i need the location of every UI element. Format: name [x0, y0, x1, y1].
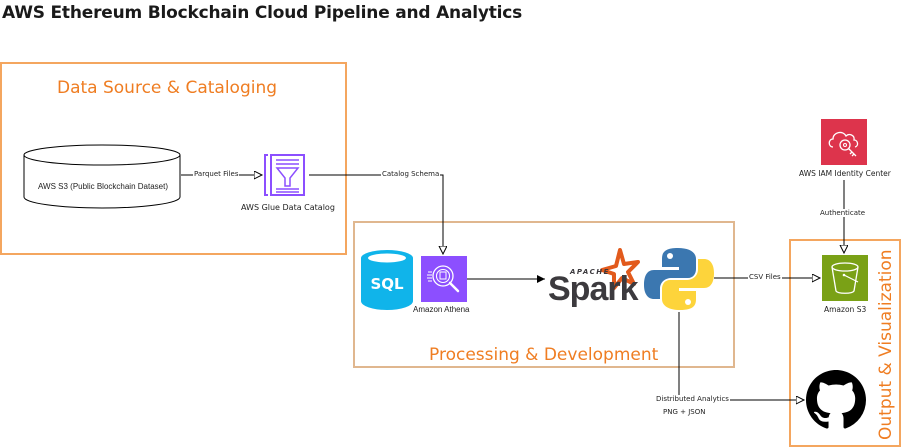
athena-icon: [421, 256, 467, 302]
github-logo-icon: [806, 370, 866, 429]
group-label-source: Data Source & Cataloging: [57, 78, 278, 98]
spark-text: Spark: [548, 270, 638, 308]
sql-database-icon: SQL: [361, 250, 413, 310]
page-title: AWS Ethereum Blockchain Cloud Pipeline a…: [2, 3, 523, 23]
iam-identity-center-icon: [821, 119, 867, 165]
node-label-glue: AWS Glue Data Catalog: [241, 203, 335, 212]
node-label-s3-output: Amazon S3: [824, 305, 867, 314]
spark-apache-text: APACHE: [570, 268, 610, 276]
group-processing: Processing & Development: [353, 221, 735, 368]
amazon-s3-bucket-icon: [822, 255, 868, 301]
node-label-athena: Amazon Athena: [413, 305, 470, 314]
node-label-iam: AWS IAM Identity Center: [799, 169, 891, 178]
edge-label-distributed-analytics: Distributed Analytics: [655, 395, 730, 403]
node-label-s3-source: AWS S3 (Public Blockchain Dataset): [38, 182, 168, 191]
edge-distributed-analytics: [678, 312, 804, 400]
glue-data-catalog-icon: [264, 154, 305, 196]
edge-label-parquet: Parquet Files: [193, 170, 240, 178]
group-label-processing: Processing & Development: [429, 345, 659, 365]
apache-spark-logo-icon: [600, 248, 640, 290]
group-data-source: Data Source & Cataloging: [0, 62, 347, 255]
edge-label-csv: CSV Files: [748, 273, 782, 281]
edge-label-png-json: PNG + JSON: [662, 408, 707, 416]
edge-label-catalog-schema: Catalog Schema: [381, 170, 441, 178]
database-cylinder-icon: [23, 144, 181, 209]
sql-text: SQL: [370, 275, 404, 293]
edge-catalog-schema: [309, 174, 443, 254]
edge-label-authenticate: Authenticate: [819, 209, 867, 217]
python-logo-icon: [644, 248, 714, 310]
group-output: [789, 239, 901, 447]
